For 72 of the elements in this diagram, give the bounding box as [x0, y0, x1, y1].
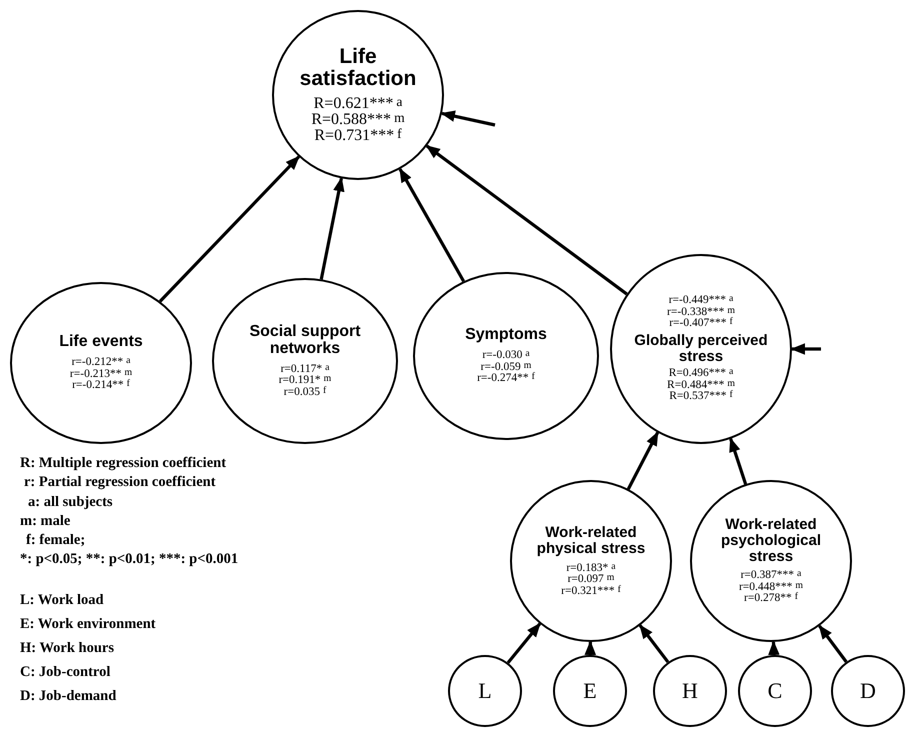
variable-circle	[738, 655, 812, 727]
coefficient-text: r=-0.338***$^{m}$	[667, 306, 735, 318]
node-title: Work-related psychological stress	[720, 517, 822, 564]
variable-circle	[10, 282, 192, 444]
coefficient-text: r=0.183*$^{a}$	[566, 562, 616, 574]
coefficient-text: R=0.537***$^{f}$	[669, 391, 733, 403]
variable-circle	[831, 655, 905, 727]
node-title: Life satisfaction	[298, 46, 418, 90]
coefficient-text: r=0.097$^{m}$	[568, 574, 614, 586]
arrow	[768, 640, 780, 656]
variable-circle	[690, 480, 852, 642]
key-text: *: p<0.05; **: p<0.01; ***: p<0.001	[20, 551, 238, 568]
key-text: r: Partial regression coefficient	[24, 474, 216, 491]
coefficient-text: r=0.387***$^{a}$	[740, 570, 802, 582]
arrow	[320, 176, 344, 280]
arrow	[729, 437, 748, 485]
arrow	[584, 640, 596, 656]
coefficient-text: r=0.117*$^{a}$	[280, 364, 330, 375]
coefficient-text: r=0.035$^{f}$	[284, 386, 326, 398]
arrow	[790, 343, 821, 355]
key-text: a: all subjects	[28, 494, 113, 511]
variable-circle	[510, 480, 672, 642]
arrow	[426, 144, 628, 296]
key-text: L: Work load	[20, 592, 104, 609]
coefficient-text: r=-0.407***$^{f}$	[669, 318, 733, 330]
coefficient-text: r=0.448***$^{m}$	[738, 582, 804, 593]
arrow	[506, 622, 542, 664]
key-text: R: Multiple regression coefficient	[20, 455, 226, 472]
node-title: Symptoms	[465, 327, 547, 344]
coefficient-text: r=-0.212**$^{a}$	[72, 357, 130, 369]
coefficient-text: r=0.191*$^{m}$	[278, 375, 332, 386]
coefficient-text: r=-0.213**$^{m}$	[70, 368, 132, 380]
key-text: C: Job-control	[20, 664, 110, 681]
coefficient-text: R=0.621***$^{a}$	[314, 96, 402, 112]
variable-circle	[413, 272, 599, 440]
variable-circle	[610, 254, 792, 444]
arrow	[818, 624, 848, 663]
arrow	[158, 156, 300, 302]
node-title: Life events	[59, 334, 143, 352]
variable-letter: E	[583, 678, 597, 704]
key-text: D: Job-demand	[20, 688, 116, 705]
node-title: Work-related physical stress	[536, 525, 646, 556]
arrow	[398, 168, 465, 282]
variable-circle	[272, 10, 444, 180]
coefficient-text: r=0.278**$^{f}$	[744, 593, 798, 605]
coefficient-text: R=0.588***$^{m}$	[311, 112, 405, 128]
coefficient-text: r=-0.214**$^{f}$	[72, 380, 130, 392]
variable-circle	[653, 655, 727, 727]
key-text: f: female;	[26, 532, 86, 549]
coefficient-text: r=-0.449***$^{a}$	[668, 295, 734, 307]
key-text: E: Work environment	[20, 616, 156, 633]
coefficient-text: r=-0.274**$^{f}$	[477, 373, 535, 385]
arrow	[440, 110, 496, 127]
variable-circle	[448, 655, 522, 727]
variable-circle	[553, 655, 627, 727]
arrow	[626, 431, 660, 490]
coefficient-text: r=-0.059$^{m}$	[480, 362, 532, 373]
key-text: m: male	[20, 513, 70, 530]
node-title: Social support networks	[248, 324, 362, 358]
node-title: Globally perceived stress	[633, 332, 769, 364]
coefficient-text: R=0.731***$^{f}$	[314, 128, 402, 144]
key-text: H: Work hours	[20, 640, 114, 657]
coefficient-text: r=-0.030$^{a}$	[482, 350, 530, 362]
variable-letter: D	[860, 678, 876, 704]
variable-letter: L	[478, 678, 492, 704]
variable-letter: C	[768, 678, 782, 704]
variable-circle	[212, 278, 398, 444]
variable-letter: H	[682, 678, 698, 704]
coefficient-text: R=0.496***$^{a}$	[668, 368, 734, 380]
coefficient-text: R=0.484***$^{m}$	[667, 380, 735, 391]
coefficient-text: r=0.321***$^{f}$	[561, 586, 621, 597]
arrow	[638, 624, 670, 664]
